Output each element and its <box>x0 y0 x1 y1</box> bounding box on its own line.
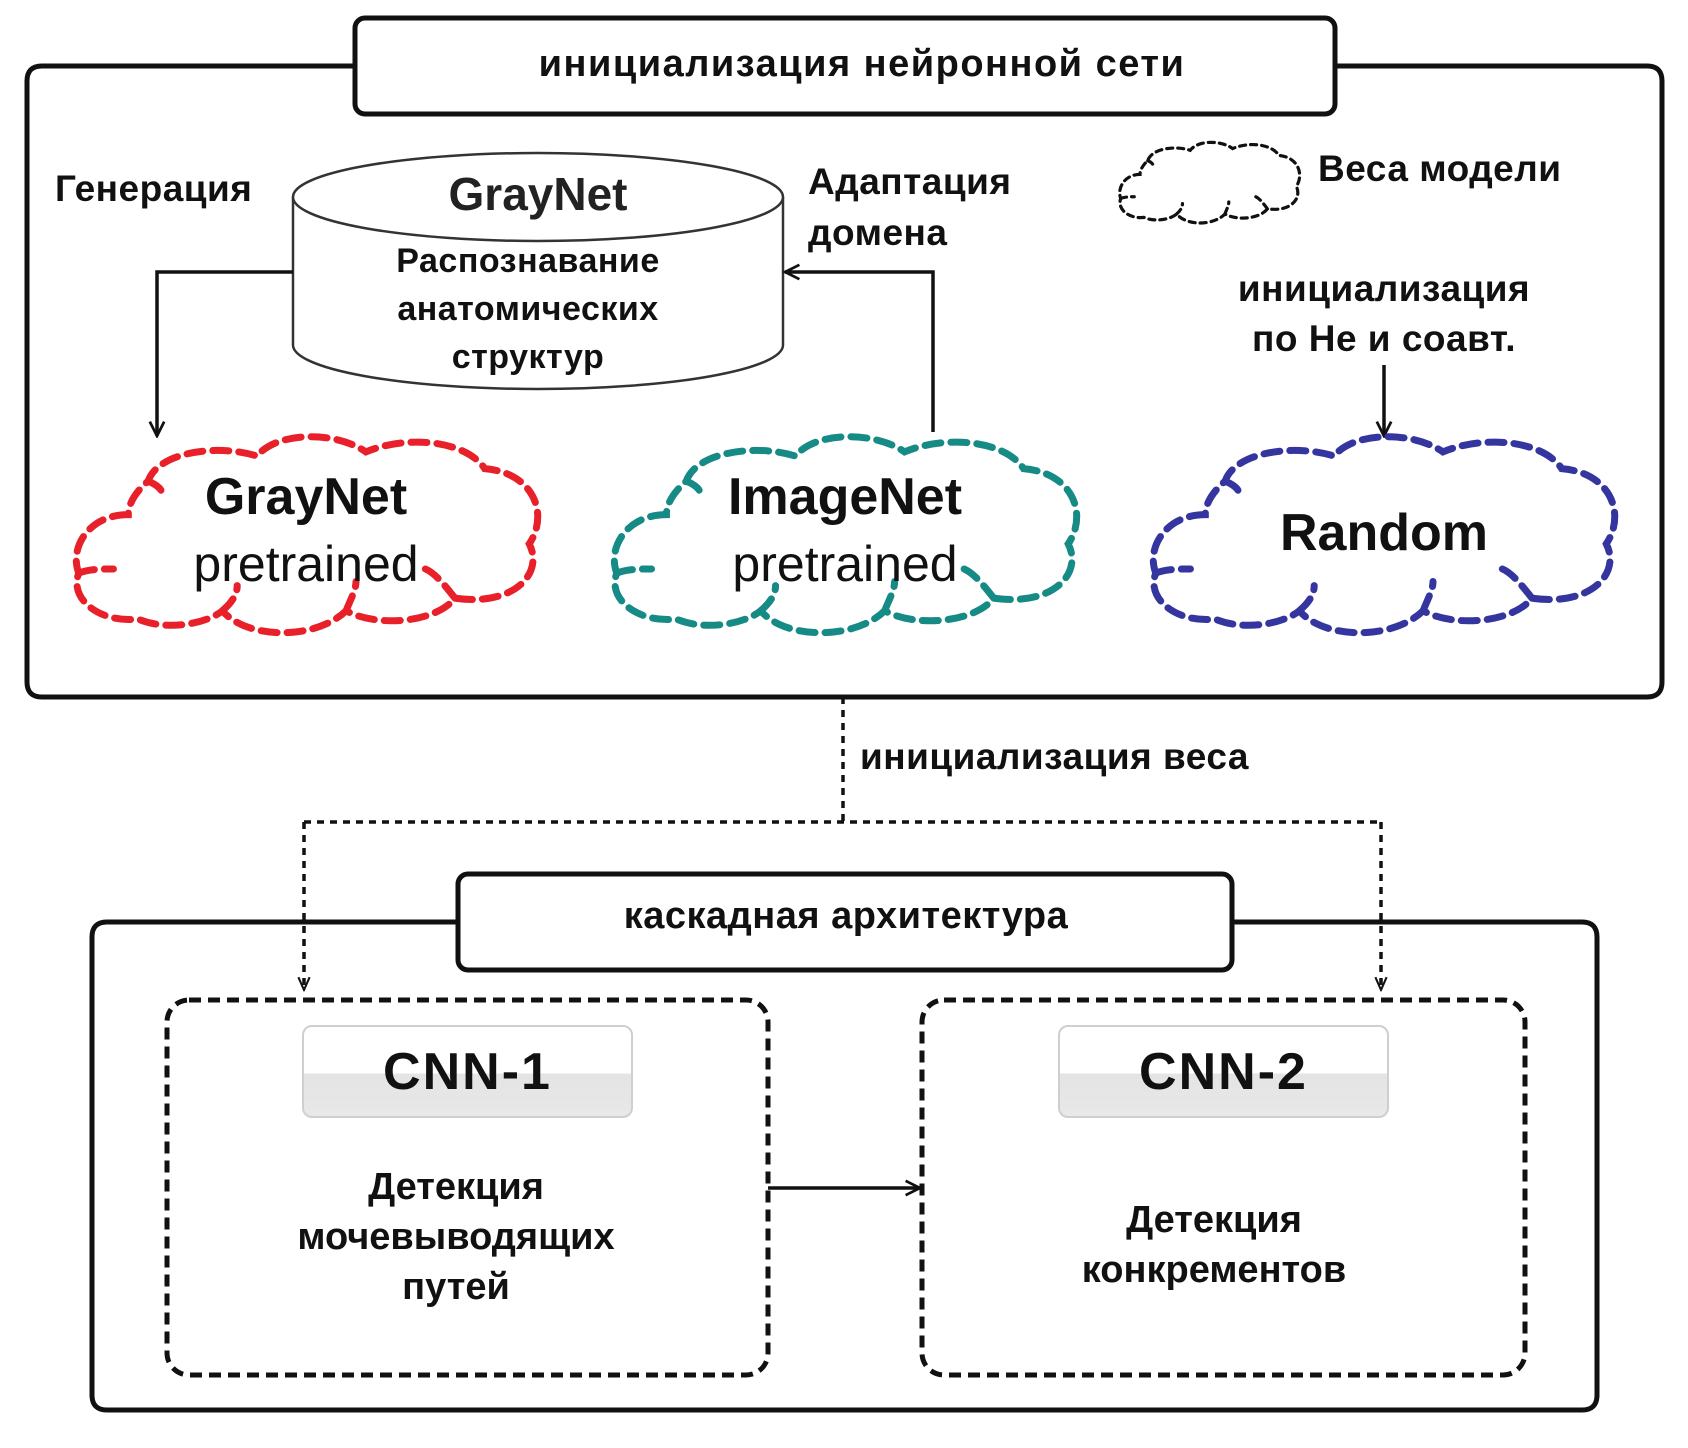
bottom-section-title-box <box>455 871 1235 973</box>
cloud-inner-hook <box>1256 197 1268 209</box>
cnn1-description-line1: Детекция <box>368 1166 544 1208</box>
cloud-outline <box>76 437 537 633</box>
domain-adaptation-label-line2: домена <box>808 212 948 253</box>
generation-label: Генерация <box>55 168 253 209</box>
cloud-inner-hook <box>617 569 652 573</box>
cloud-inner-hook <box>425 569 455 598</box>
cloud-inner-hook <box>148 481 163 498</box>
cloud-inner-hook <box>885 581 895 610</box>
legend-label: Веса модели <box>1318 148 1562 189</box>
cloud-inner-hook <box>1156 569 1191 573</box>
cloud-outline <box>614 437 1076 633</box>
imagenet-cloud-subtitle: pretrained <box>732 536 958 592</box>
he-init-label-line2: по He и соавт. <box>1252 318 1516 359</box>
cloud-inner-hook <box>1423 581 1433 610</box>
cnn1-description-line2: мочевыводящих <box>297 1216 615 1258</box>
cnn1-module-box <box>164 997 771 1378</box>
cnn1-badge: CNN-1 <box>302 1025 633 1118</box>
cnn2-module-box <box>919 997 1528 1378</box>
cnn1-description-line3: путей <box>402 1266 510 1308</box>
random-cloud-title: Random <box>1280 504 1488 562</box>
cloud-inner-hook <box>79 569 114 573</box>
cnn2-description-line2: конкрементов <box>1081 1249 1347 1291</box>
top-section-title-box <box>352 15 1338 117</box>
database-description-line3: структур <box>451 338 605 376</box>
database-name: GrayNet <box>448 168 628 220</box>
generation-arrow <box>157 270 293 436</box>
dashed-cloud-icon <box>1120 142 1300 223</box>
bottom-section-title: каскадная архитектура <box>623 895 1069 937</box>
imagenet-pretrained-cloud <box>614 437 1076 633</box>
cloud-inner-hook <box>1121 197 1135 199</box>
weight-init-label: инициализация веса <box>860 736 1249 777</box>
bottom-section-frame <box>89 919 1600 1413</box>
random-cloud <box>1153 437 1614 633</box>
cloud-inner-hook <box>222 586 237 611</box>
cloud-inner-hook <box>1502 569 1532 598</box>
cloud-inner-hook <box>346 581 356 610</box>
cloud-inner-hook <box>1225 202 1229 214</box>
top-section-title: инициализация нейронной сети <box>538 43 1186 85</box>
cloud-inner-hook <box>1299 586 1314 611</box>
domain-adaptation-label-line1: Адаптация <box>808 161 1012 202</box>
cnn2-description-line1: Детекция <box>1126 1199 1302 1241</box>
cloud-inner-hook <box>1225 481 1240 498</box>
cloud-inner-hook <box>761 586 776 611</box>
he-init-label-line1: инициализация <box>1237 268 1531 309</box>
cloud-inner-hook <box>686 481 701 498</box>
graynet-pretrained-cloud <box>76 437 537 633</box>
domain-adaptation-arrow <box>785 272 935 432</box>
cloud-outline <box>1153 437 1614 633</box>
database-description-line2: анатомических <box>397 290 659 328</box>
graynet-database-icon <box>291 151 785 391</box>
graynet-cloud-title: GrayNet <box>204 468 408 526</box>
weight-init-connector <box>304 697 1381 824</box>
cloud-outline <box>1120 142 1300 223</box>
imagenet-cloud-title: ImageNet <box>727 468 963 526</box>
cloud-inner-hook <box>964 569 994 598</box>
database-description-line1: Распознавание <box>396 242 660 280</box>
cloud-inner-hook <box>1148 161 1154 168</box>
graynet-cloud-subtitle: pretrained <box>193 536 419 592</box>
cloud-inner-hook <box>1177 204 1183 214</box>
cnn2-badge: CNN-2 <box>1058 1025 1389 1118</box>
